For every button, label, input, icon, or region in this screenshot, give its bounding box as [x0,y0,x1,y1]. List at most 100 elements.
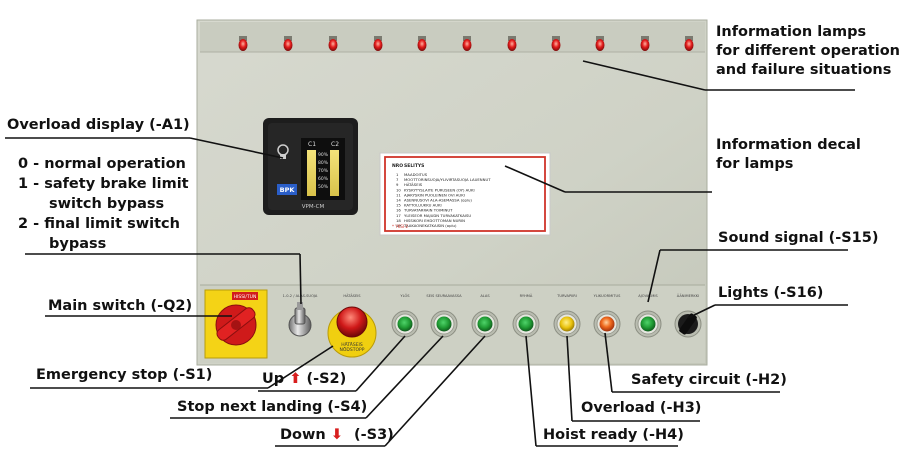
safety-circuit-label: Safety circuit (-H2) [631,372,787,388]
button-caption: AJOVALMIS [638,294,658,298]
info-lamp [595,36,605,51]
info-lamp [328,36,338,51]
decal-header-description: SELITYS [404,163,424,169]
overload-display-label: Overload display (-A1) [7,117,190,133]
main-switch-label: Main switch (-Q2) [48,298,193,314]
svg-text:HISSI/TUN: HISSI/TUN [234,294,257,300]
decal-row-text: HÄTÄSEIS [404,182,423,187]
brand-label: BPK [280,186,296,194]
scale-percent-label: 70% [318,168,329,174]
up-label-code: (-S2) [306,371,347,387]
decal-row-text: YLEISEOR MAJUDN TURVAKATKAISU [404,213,471,218]
leader-lines [5,60,855,447]
scale-percent-label: 60% [318,176,329,182]
model-label: VPM-CM [302,204,325,210]
info-lamp [640,36,650,51]
mode-1-label-line1: 1 - safety brake limit [18,176,189,192]
sound-signal-button[interactable] [634,310,662,338]
overload-bar-c2 [330,150,339,196]
scale-percent-label: 50% [318,184,329,190]
decal-row-text: KATTOLUUKKU AUKI [404,203,442,208]
info-lamps-label-line3: and failure situations [716,62,892,78]
decal-row-text: AJAKYSKIN PUOLEINEN OVI AUKI [404,192,465,197]
svg-text:NÖDSTOPP: NÖDSTOPP [340,346,365,353]
button-caption: SEIS SEURAAVASSA [426,294,462,298]
down-label-code: (-S3) [354,427,394,443]
button-caption: RYHMÄ [520,293,533,298]
button-caption: YLIKUORMITUS [594,294,621,298]
decal-row-text: KYSKYTYSLAITE PURUSEEN (OY) AUKI [404,187,475,192]
down-button[interactable] [471,310,499,338]
overload-bar-c1 [307,150,316,196]
button-caption: ÄÄNIMERKKI [677,293,699,298]
info-lamp [238,36,248,51]
decal-row-text: TAAKAONEKATKAISIN (oplu) [403,223,457,228]
info-decal-label-line2: for lamps [716,156,794,172]
sound-signal-label: Sound signal (-S15) [718,230,879,246]
decal-row-text: HISSIKORI EHDOTTOMAN NURIN [404,218,465,223]
button-caption: HÄTÄSEIS [343,293,361,298]
mode-2-label-line1: 2 - final limit switch [18,216,180,232]
down-label: Down ⬇ (-S3) [280,426,394,445]
stop-next-landing-button[interactable] [430,310,458,338]
button-caption: ALAS [480,294,490,298]
safety-circuit-lamp[interactable] [593,310,621,338]
key-selector-switch[interactable] [288,302,312,337]
decal-row-text: TURVATARRAIN TOIMINUT [403,208,453,213]
pushbutton-row [391,310,702,338]
stop-next-landing-label: Stop next landing (-S4) [177,399,368,415]
decal-header-number: NRO [392,163,403,169]
scale-percent-label: 90% [318,152,329,158]
info-lamp [283,36,293,51]
scale-label-c2: C2 [331,141,339,148]
emergency-stop-label: Emergency stop (-S1) [36,367,213,383]
info-lamp [684,36,694,51]
decal-row-number: 16 [396,208,401,213]
decal-row-number: 14 [396,198,401,203]
hoist-ready-label: Hoist ready (-H4) [543,427,684,443]
info-lamp [417,36,427,51]
scale-percent-label: 80% [318,160,329,166]
information-lamps [238,36,694,51]
lamp-strip [200,22,705,52]
up-arrow-icon: ⬆ [289,371,302,387]
lights-selector-switch[interactable] [674,310,702,338]
info-decal-label-line1: Information decal [716,137,861,153]
decal-row-number: 9 [396,182,399,187]
decal-row-number: 7 [396,177,399,182]
scale-label-c1: C1 [308,141,316,148]
info-lamps-label-line1: Information lamps [716,24,867,40]
main-switch-device[interactable]: HISSI/TUN [204,289,268,359]
hoist-ready-lamp[interactable] [512,310,540,338]
mode-0-label: 0 - normal operation [18,156,186,172]
overload-display-device: C1 C2 90% 80% 70% 60% 50% BPK VPM-CM [263,118,358,215]
decal-footer: * YKSI-2 [392,224,409,229]
decal-row-number: 10 [396,187,401,192]
decal-row-text: MOOTTORINSUOJA/YLIVIRTASUOJA LAUENNUT [404,177,491,182]
overload-key-icon [277,144,289,159]
button-caption: TURVAPIIRI [556,294,577,298]
decal-row-text: MAADOITUS [404,172,428,177]
up-button[interactable] [391,310,419,338]
decal-row-number: 11 [396,192,401,197]
decal-row-text: ASENNUSOVI ALA-ASEMASSA (oplu) [404,198,472,203]
svg-text:HÄTÄSEIS: HÄTÄSEIS [341,341,363,348]
mode-1-label-line2: switch bypass [49,196,165,212]
info-lamp [462,36,472,51]
decal-row-number: 15 [396,203,401,208]
down-label-text: Down [280,427,326,443]
overload-label: Overload (-H3) [581,400,702,416]
emergency-stop-button[interactable]: HÄTÄSEIS NÖDSTOPP [327,306,377,358]
info-lamp [507,36,517,51]
info-lamp [373,36,383,51]
info-lamp [551,36,561,51]
lights-label: Lights (-S16) [718,285,824,301]
up-label-text: Up [262,371,285,387]
down-arrow-icon: ⬇ [330,427,343,443]
overload-lamp[interactable] [553,310,581,338]
decal-row-number: 17 [396,213,401,218]
decal-row-number: 18 [396,218,401,223]
